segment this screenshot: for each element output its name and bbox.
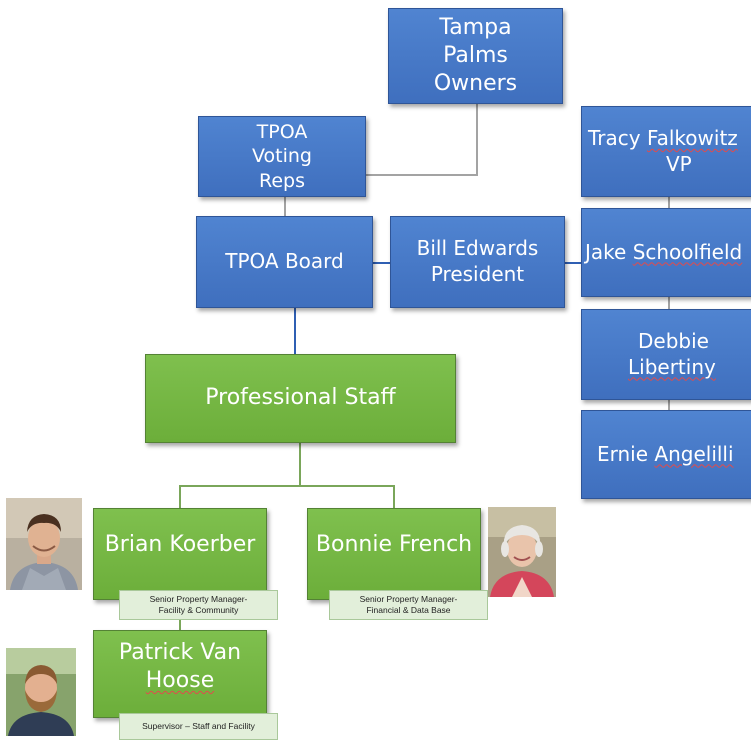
- debbie-last: Libertiny: [628, 354, 716, 379]
- connector-branch-bonnie: [393, 485, 395, 508]
- president-title: President: [430, 262, 525, 286]
- node-tpoa-board: TPOA Board: [196, 216, 373, 308]
- photo-brian-koerber: [6, 498, 82, 590]
- node-tpoa-voting-reps: TPOA Voting Reps: [198, 116, 366, 197]
- node-bonnie-french: Bonnie French: [307, 508, 481, 600]
- connector-owners-reps-horizontal: [366, 174, 478, 176]
- role-tag-brian: Senior Property Manager- Facility & Comm…: [119, 590, 278, 620]
- node-member-debbie: Debbie Libertiny: [581, 309, 751, 400]
- connector-board-staff: [294, 307, 296, 354]
- connector-reps-board: [284, 197, 286, 217]
- president-name: Bill Edwards: [416, 236, 539, 261]
- node-president: Bill Edwards President: [390, 216, 565, 308]
- role-tag-patrick: Supervisor – Staff and Facility: [119, 713, 278, 740]
- node-brian-koerber: Brian Koerber: [93, 508, 267, 600]
- vp-title: VP: [666, 151, 692, 176]
- photo-patrick-van-hoose: [6, 648, 76, 736]
- node-member-ernie: Ernie Angelilli: [581, 410, 751, 499]
- connector-president-members: [565, 262, 581, 264]
- node-member-jake: Jake Schoolfield: [581, 208, 751, 297]
- role-tag-bonnie: Senior Property Manager- Financial & Dat…: [329, 590, 488, 620]
- node-patrick-van-hoose: Patrick Van Hoose: [93, 630, 267, 718]
- connector-vp-member1: [668, 197, 670, 209]
- connector-staff-branch: [179, 485, 395, 487]
- connector-member2-member3: [668, 400, 670, 410]
- node-professional-staff: Professional Staff: [145, 354, 456, 443]
- node-vp: Tracy Falkowitz VP: [581, 106, 751, 197]
- connector-branch-brian: [179, 485, 181, 508]
- vp-name: Tracy Falkowitz: [588, 125, 738, 150]
- node-tampa-palms-owners: Tampa Palms Owners: [388, 8, 563, 104]
- connector-staff-down: [299, 443, 301, 486]
- connector-owners-reps-vertical: [476, 104, 478, 176]
- photo-bonnie-french: [488, 507, 556, 597]
- patrick-last: Hoose: [145, 668, 215, 694]
- connector-board-president: [373, 262, 390, 264]
- connector-brian-patrick: [179, 620, 181, 630]
- patrick-first: Patrick Van: [118, 640, 242, 665]
- debbie-first: Debbie: [638, 328, 709, 353]
- connector-member1-member2: [668, 297, 670, 309]
